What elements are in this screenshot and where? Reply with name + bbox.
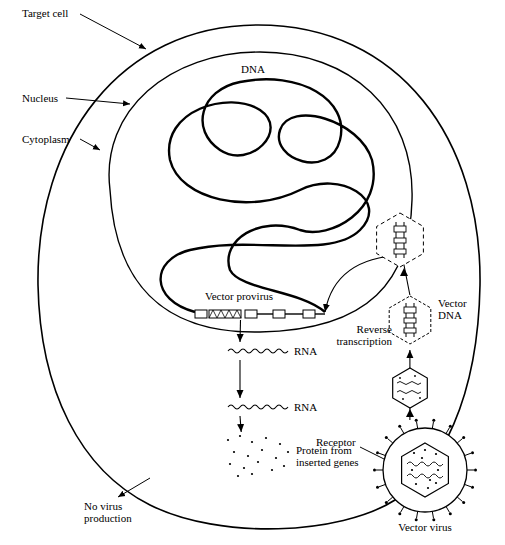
vector-dna-capsid: Reverse transcription Vector DNA: [330, 295, 480, 350]
rna-node: RNA: [228, 342, 328, 360]
callout-label: Cytoplasm: [22, 133, 92, 145]
callout-label: Target cell: [22, 7, 92, 19]
leader-arrow: [66, 98, 130, 104]
dna-label: DNA: [241, 63, 281, 75]
cell-membrane: [38, 25, 480, 529]
callout-label: Nucleus: [22, 92, 82, 104]
node-text: RNA: [294, 345, 328, 357]
receptor-label: Receptor: [316, 436, 376, 448]
node-text: Vector DNA: [438, 297, 478, 321]
note-label: No virus production: [84, 500, 146, 524]
flow-arrow: [240, 416, 241, 432]
integrating-complex: [377, 213, 424, 276]
rna-node: RNA: [228, 398, 328, 416]
node-text: Vector virus: [372, 521, 478, 533]
node-text: RNA: [294, 401, 328, 413]
protein-node: Protein from inserted genes: [222, 432, 382, 478]
flow-arrow: [239, 320, 241, 342]
leader-arrow: [80, 139, 100, 150]
leader-arrow: [80, 14, 146, 49]
vector-virus-shape: [372, 420, 482, 538]
node-text: Reverse transcription: [330, 323, 392, 347]
vector-virus: Vector virus: [372, 420, 482, 538]
node-text: Vector provirus: [205, 290, 325, 302]
nucleus-membrane: [109, 52, 412, 332]
flow-arrow: [239, 360, 240, 398]
exit-arrow: [118, 478, 150, 497]
uncoating-capsid: [393, 368, 428, 417]
provirus-node: Vector provirus: [195, 288, 325, 320]
